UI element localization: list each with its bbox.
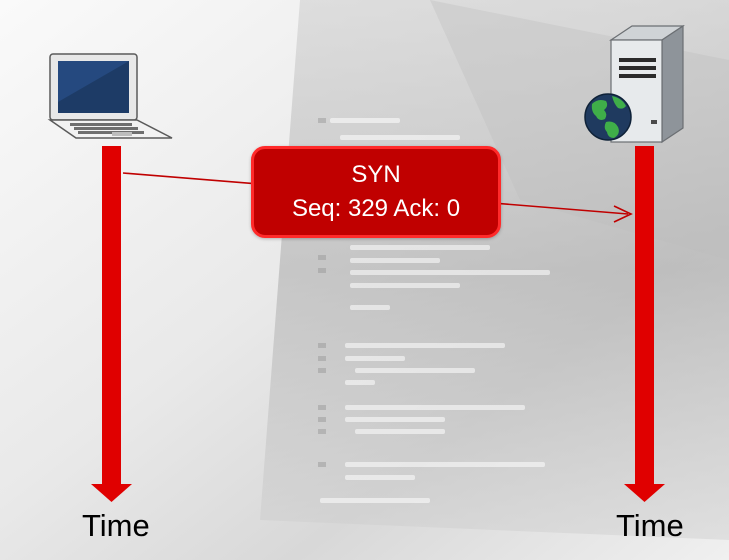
client-timeline: [91, 146, 132, 502]
server-timeline: [624, 146, 665, 502]
server-time-label: Time: [616, 508, 684, 543]
globe-icon: [584, 93, 632, 141]
client-time-label: Time: [82, 508, 150, 543]
syn-message-box: SYN Seq: 329 Ack: 0: [251, 146, 501, 238]
laptop-icon: [47, 53, 173, 139]
message-type: SYN: [351, 161, 401, 188]
message-seq-ack: Seq: 329 Ack: 0: [291, 195, 461, 222]
